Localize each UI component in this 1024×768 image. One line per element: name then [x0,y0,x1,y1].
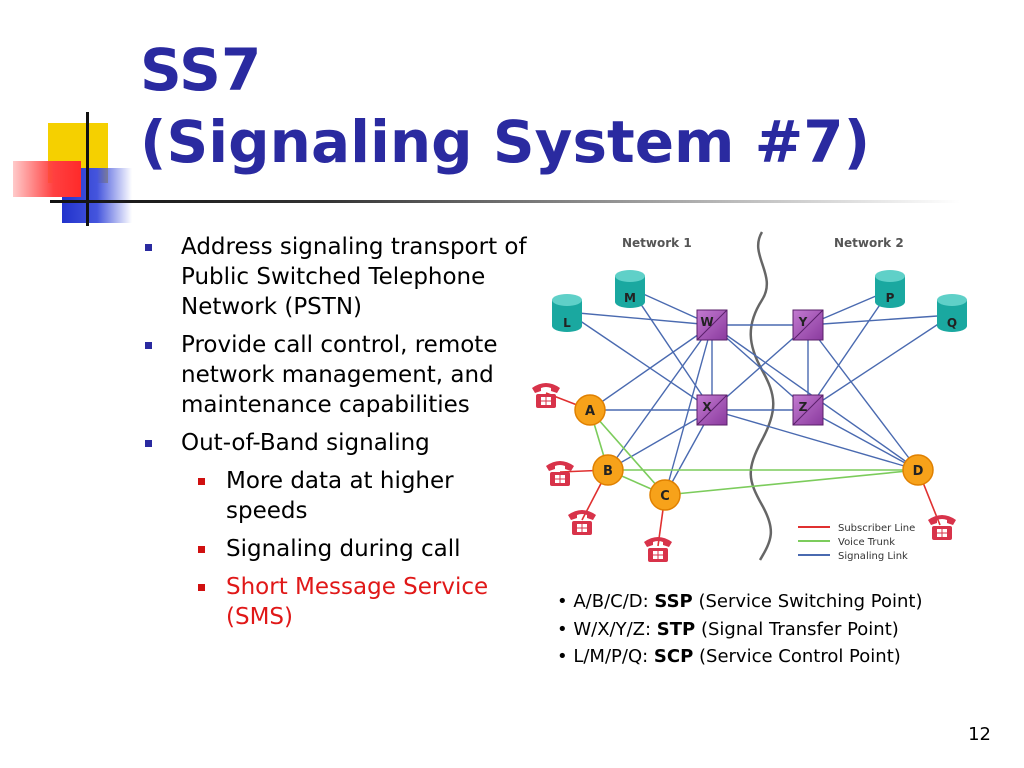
ssp-node-a: A [574,394,606,426]
sub-bullet-item: Signaling during call [145,534,540,564]
scp-node-q: Q [937,294,967,332]
sub-bullet-item: More data at higher speeds [145,466,540,526]
telephone-icon [568,510,596,535]
stp-node-y: Y [792,309,824,341]
bullet-marker [145,440,152,447]
svg-text:W: W [700,315,713,329]
bullet-item: Out-of-Band signaling [145,428,540,458]
network-boundary [749,231,775,561]
node-type-definitions: • A/B/C/D: SSP (Service Switching Point)… [557,588,923,671]
bullet-text: Provide call control, remote network man… [181,332,498,418]
definition-scp: • L/M/P/Q: SCP (Service Control Point) [557,646,901,667]
scp-node-m: M [615,270,645,308]
definition-stp: • W/X/Y/Z: STP (Signal Transfer Point) [557,618,899,640]
stp-node-x: X [696,394,728,426]
telephone-icon [928,515,956,540]
sub-bullet-marker [198,584,205,591]
network-2-label: Network 2 [834,236,904,250]
svg-text:X: X [702,400,712,414]
sub-bullet-text: Signaling during call [226,536,461,562]
telephone-icon [532,383,560,408]
ss7-network-diagram: Network 1 Network 2 [532,231,967,562]
bullet-item: Address signaling transport of Public Sw… [145,232,540,322]
stp-node-w: W [696,309,728,341]
telephone-icon [644,537,672,562]
ssp-node-c: C [649,479,681,511]
bullet-item: Provide call control, remote network man… [145,330,540,420]
bullet-text: Address signaling transport of Public Sw… [181,234,527,320]
definition-ssp: • A/B/C/D: SSP (Service Switching Point) [557,591,923,612]
sub-bullet-marker [198,478,205,485]
bullet-text: Out-of-Band signaling [181,430,430,456]
ssp-node-d: D [902,454,934,486]
svg-text:Q: Q [947,316,957,330]
scp-node-l: L [552,294,582,332]
bullet-marker [145,244,152,251]
svg-text:C: C [660,489,670,504]
decor-red-square [13,161,81,197]
telephone-icon [546,461,574,486]
svg-text:Y: Y [798,315,808,329]
network-1-label: Network 1 [622,236,692,250]
decor-vertical-line [86,112,89,226]
slide-title: SS7(Signaling System #7) [140,34,870,178]
svg-text:L: L [563,316,571,330]
sub-bullet-marker [198,546,205,553]
sub-bullet-text-sms: Short Message Service (SMS) [226,574,489,630]
svg-text:D: D [913,464,924,479]
scp-node-p: P [875,270,905,308]
page-number: 12 [968,724,991,745]
svg-text:B: B [603,464,613,479]
svg-text:P: P [886,291,895,305]
bullet-marker [145,342,152,349]
ssp-node-b: B [592,454,624,486]
bullet-list: Address signaling transport of Public Sw… [145,232,540,640]
signaling-links [566,287,953,496]
svg-text:M: M [624,291,636,305]
diagram-legend: Subscriber Line Voice Trunk Signaling Li… [798,523,915,562]
sub-bullet-item: Short Message Service (SMS) [145,572,540,632]
stp-node-z: Z [792,394,824,426]
voice-trunks [589,409,919,496]
legend-voice-trunk: Voice Trunk [838,537,895,548]
svg-text:A: A [585,404,595,419]
legend-subscriber-line: Subscriber Line [838,523,915,534]
sub-bullet-text: More data at higher speeds [226,468,454,524]
title-line-1: SS7 [140,36,262,104]
title-line-2: (Signaling System #7) [140,108,871,176]
title-underline [50,200,960,203]
svg-text:Z: Z [799,400,808,414]
legend-signaling-link: Signaling Link [838,551,908,562]
